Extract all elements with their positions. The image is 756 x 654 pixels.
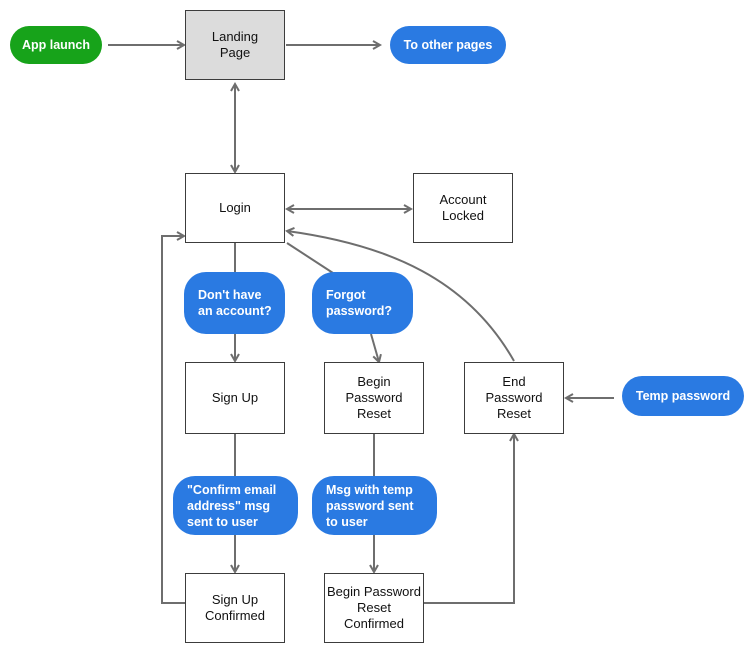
app-launch-node: App launch bbox=[10, 26, 102, 64]
temp-password-msg-note: Msg with temp password sent to user bbox=[312, 476, 437, 535]
begin-password-reset-node: Begin Password Reset bbox=[324, 362, 424, 434]
arrow-reset-confirmed-to-end-reset bbox=[424, 434, 514, 604]
temp-password-node: Temp password bbox=[622, 376, 744, 416]
account-locked-node: Account Locked bbox=[413, 173, 513, 243]
arrow-sign-up-confirmed-to-login bbox=[161, 236, 186, 604]
sign-up-node: Sign Up bbox=[185, 362, 285, 434]
line-login-to-forgot-password bbox=[286, 242, 334, 274]
confirm-email-msg-note: "Confirm email address" msg sent to user bbox=[173, 476, 298, 535]
arrow-end-reset-to-login bbox=[287, 231, 515, 362]
arrow-forgot-password-to-begin-reset bbox=[370, 333, 379, 362]
sign-up-confirmed-node: Sign Up Confirmed bbox=[185, 573, 285, 643]
login-node: Login bbox=[185, 173, 285, 243]
begin-password-reset-confirmed-node: Begin Password Reset Confirmed bbox=[324, 573, 424, 643]
forgot-password-note: Forgot password? bbox=[312, 272, 413, 334]
landing-page-node: Landing Page bbox=[185, 10, 285, 80]
end-password-reset-node: End Password Reset bbox=[464, 362, 564, 434]
dont-have-account-note: Don't have an account? bbox=[184, 272, 285, 334]
to-other-pages-node: To other pages bbox=[390, 26, 506, 64]
